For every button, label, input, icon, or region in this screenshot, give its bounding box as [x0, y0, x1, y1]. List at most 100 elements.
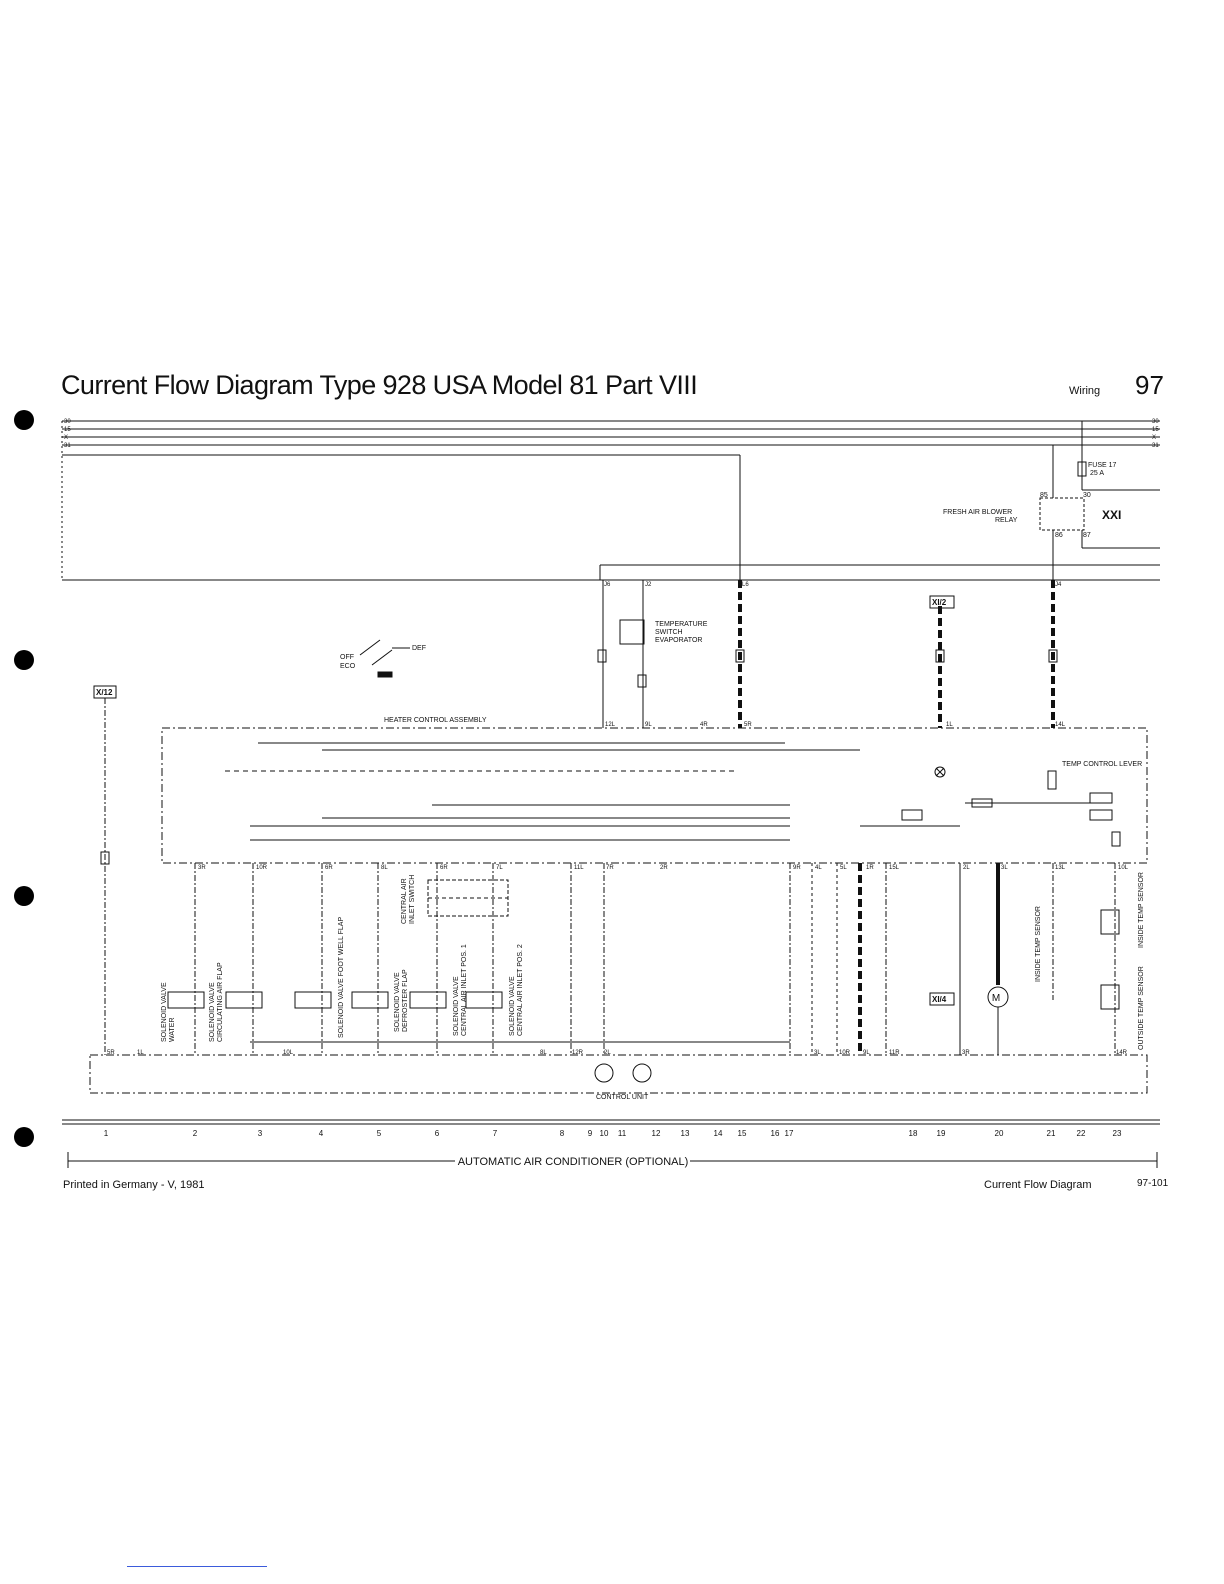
- solenoid-valve-icon: [465, 991, 503, 1009]
- connector-label: 10L: [283, 1050, 294, 1056]
- valve-label: CENTRAL AIR INLET POS. 2: [517, 944, 524, 1036]
- selector-knob-icon: [377, 671, 393, 678]
- connector-label: 5R: [107, 1050, 115, 1056]
- connector-label: 11L: [574, 865, 584, 871]
- bottom-caption: AUTOMATIC AIR CONDITIONER (OPTIONAL): [458, 1156, 689, 1168]
- connector-label: 12L: [605, 722, 616, 728]
- resistor-icon: [971, 798, 993, 808]
- column-number: 20: [995, 1129, 1004, 1138]
- bus-label: X: [64, 435, 68, 441]
- valve-label: SOLENOID VALVE: [453, 976, 460, 1036]
- connector-label: 14L: [1055, 722, 1066, 728]
- page-number: 97: [1135, 370, 1164, 400]
- connector-label: 3R: [962, 1050, 970, 1056]
- column-number: 21: [1047, 1129, 1056, 1138]
- bus-label: 15: [1152, 427, 1159, 433]
- sensor-label: OUTSIDE TEMP SENSOR: [1138, 966, 1145, 1050]
- selector-def: DEF: [412, 645, 426, 652]
- column-number: 11: [618, 1129, 627, 1138]
- connector-label: 1L: [137, 1050, 144, 1056]
- relay-label: FRESH AIR BLOWER: [943, 509, 1012, 516]
- connector-label: L6: [742, 582, 749, 588]
- connector-label: 5L: [840, 865, 847, 871]
- connector-label: 3R: [198, 865, 206, 871]
- temperature-switch-icon: [619, 619, 645, 645]
- footer-printed: Printed in Germany - V, 1981: [63, 1179, 205, 1191]
- potentiometer-icon: [1089, 792, 1113, 804]
- relay-pin: 30: [1083, 492, 1091, 499]
- connector-label: 9L: [645, 722, 652, 728]
- valve-label: SOLENOID VALVE: [394, 972, 401, 1032]
- solenoid-valve-icon: [409, 991, 447, 1009]
- bus-label: 15: [64, 427, 71, 433]
- bus-label: 30: [1152, 419, 1159, 425]
- column-number: 2: [193, 1129, 198, 1138]
- connector-label: 2L: [963, 865, 970, 871]
- central-air-inlet-switch: [427, 879, 509, 917]
- bus-label: 30: [64, 419, 71, 425]
- heater-control-label: HEATER CONTROL ASSEMBLY: [384, 717, 487, 724]
- selector-eco: ECO: [340, 663, 356, 670]
- column-number: 1: [104, 1129, 109, 1138]
- column-number: 10: [600, 1129, 609, 1138]
- connector-label: 13L: [1055, 865, 1066, 871]
- connector-label: 2L: [604, 1050, 611, 1056]
- connector-label: 11R: [889, 1050, 900, 1056]
- relay-ref: XXI: [1102, 508, 1121, 522]
- indicator-lamp-icon: [934, 766, 946, 778]
- motor-label: M: [992, 993, 1000, 1004]
- column-number: 17: [785, 1129, 794, 1138]
- solenoid-valve-icon: [225, 991, 263, 1009]
- valve-label: DEFROSTER FLAP: [402, 969, 409, 1032]
- solenoid-valve-icon: [167, 991, 205, 1009]
- resistor-icon: [1047, 770, 1057, 790]
- connector-label: 6R: [325, 865, 333, 871]
- connector-label: 2R: [660, 865, 668, 871]
- bus-label: 31: [64, 443, 71, 449]
- ref-xi4: XI/4: [932, 995, 947, 1004]
- connector-label: 10L: [1118, 865, 1129, 871]
- relay-pin: 85: [1040, 492, 1048, 499]
- column-number: 15: [738, 1129, 747, 1138]
- connector-label: 14R: [1116, 1050, 1128, 1056]
- column-number: 14: [714, 1129, 723, 1138]
- connector-label: 8L: [540, 1050, 547, 1056]
- column-number: 19: [937, 1129, 946, 1138]
- page-title: Current Flow Diagram Type 928 USA Model …: [61, 370, 698, 400]
- connector-label: 15L: [889, 865, 900, 871]
- punch-hole-icon: [14, 1127, 34, 1147]
- temp-switch-label: EVAPORATOR: [655, 637, 702, 644]
- connector-label: 6R: [440, 865, 448, 871]
- relay-icon: [1039, 497, 1085, 531]
- relay-coil-icon: [901, 809, 923, 821]
- relay-pin: 87: [1083, 532, 1091, 539]
- switch-label: CENTRAL AIR: [401, 878, 408, 924]
- control-unit-label: CONTROL UNIT: [596, 1094, 649, 1101]
- valve-label: SOLENOID VALVE: [209, 982, 216, 1042]
- connector-label: 4R: [700, 722, 708, 728]
- selector-off: OFF: [340, 654, 354, 661]
- connector-label: 7L: [496, 865, 503, 871]
- connector-label: 8L: [381, 865, 388, 871]
- column-number: 16: [771, 1129, 780, 1138]
- temp-switch-label: TEMPERATURE: [655, 621, 708, 628]
- bus-label: 31: [1152, 443, 1159, 449]
- connector-label: J6: [604, 582, 611, 588]
- outside-temp-sensor-icon: [1100, 984, 1120, 1010]
- connector-label: J4: [1055, 582, 1062, 588]
- connector-label: 12R: [572, 1050, 584, 1056]
- motor-symbol-icon: [632, 1063, 652, 1083]
- sensor-label: INSIDE TEMP SENSOR: [1035, 906, 1042, 982]
- valve-label: CIRCULATING AIR FLAP: [217, 962, 224, 1042]
- valve-label: SOLENOID VALVE: [161, 982, 168, 1042]
- potentiometer-icon: [1089, 809, 1113, 821]
- transistor-icon: [594, 1063, 614, 1083]
- temp-switch-label: SWITCH: [655, 629, 683, 636]
- connector-label: 1L: [946, 722, 953, 728]
- column-number: 3: [258, 1129, 263, 1138]
- control-unit-box: [89, 1054, 1148, 1094]
- column-number: 13: [681, 1129, 690, 1138]
- sensor-label: INSIDE TEMP SENSOR: [1138, 872, 1145, 948]
- connector-label: 7R: [606, 865, 614, 871]
- connector-label: J2: [645, 582, 652, 588]
